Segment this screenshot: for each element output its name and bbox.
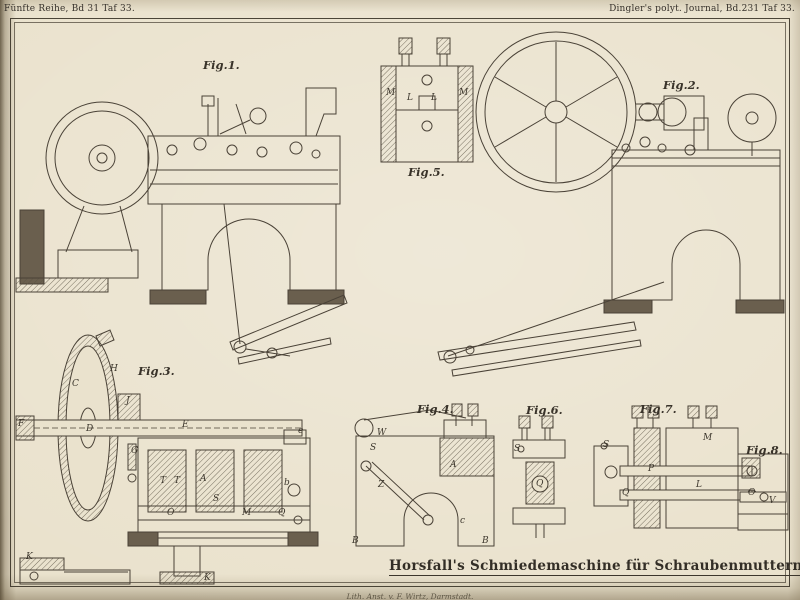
part-label: b [284,478,290,488]
part-label: S [514,444,521,454]
part-label: L [696,480,702,490]
part-label: L [431,93,437,103]
part-label: e [298,426,304,436]
part-label: Z [378,480,385,490]
part-label: M [386,88,396,98]
fig4-label: Fig.4. [417,402,454,416]
part-label: T [174,476,181,486]
fig3-label: Fig.3. [138,364,175,378]
part-label: H [110,364,118,374]
fig5-label: Fig.5. [408,165,445,179]
part-label: K [26,552,33,562]
plate-caption: Horsfall's Schmiedemaschine für Schraube… [389,555,800,576]
part-label: O [167,508,175,518]
caption-text: Horsfall's Schmiedemaschine für Schraube… [389,558,800,574]
part-label: O [748,488,756,498]
part-label: S [603,440,610,450]
part-label: B [352,536,359,546]
part-label: L [407,93,413,103]
part-label: Q [622,488,630,498]
fig8-label: Fig.8. [746,443,783,457]
fig6-label: Fig.6. [526,403,563,417]
fig2-label: Fig.2. [663,78,700,92]
part-label: J [126,396,130,406]
plate-border-inner [14,22,786,583]
part-label: A [450,460,457,470]
part-label: V [769,496,776,506]
lithographer-credit: Lith. Anst. v. F. Wirtz, Darmstadt. [346,592,474,600]
part-label: A [200,474,207,484]
fig1-label: Fig.1. [203,58,240,72]
part-label: Q [536,479,544,489]
part-label: E [182,420,189,430]
header-left: Fünfte Reihe, Bd 31 Taf 33. [4,4,135,14]
part-label: G [131,446,139,456]
header-right: Dingler's polyt. Journal, Bd.231 Taf 33. [609,4,795,14]
part-label: K [204,573,211,583]
part-label: T [160,476,167,486]
part-label: B [482,536,489,546]
part-label: M [242,508,252,518]
part-label: c [460,516,466,526]
part-label: W [377,428,387,438]
part-label: P [648,464,655,474]
plate-border [10,18,790,587]
part-label: S [213,494,220,504]
part-label: M [459,88,469,98]
part-label: M [703,433,713,443]
fig7-label: Fig.7. [640,402,677,416]
part-label: D [86,424,94,434]
part-label: S [370,443,377,453]
part-label: F [18,419,25,429]
part-label: C [72,379,79,389]
part-label: Q [278,508,286,518]
